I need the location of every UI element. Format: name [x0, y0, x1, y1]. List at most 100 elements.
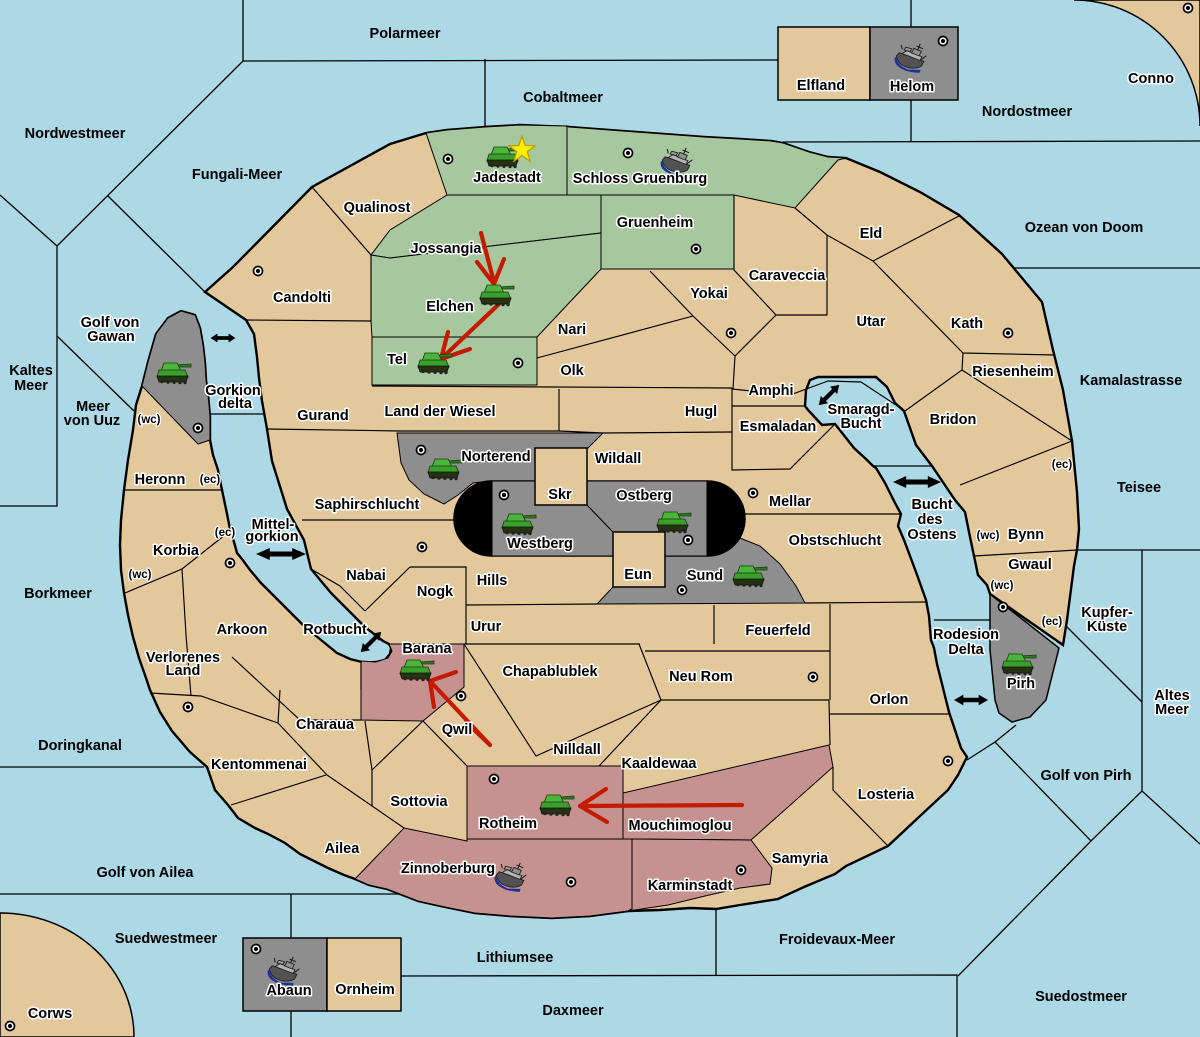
svg-text:Chapablublek: Chapablublek	[502, 664, 598, 680]
svg-text:Rodesion: Rodesion	[933, 627, 999, 643]
svg-text:Kentommenai: Kentommenai	[211, 757, 307, 773]
svg-text:Amphi: Amphi	[748, 383, 793, 399]
svg-text:Gurand: Gurand	[297, 408, 349, 424]
svg-text:Bucht: Bucht	[911, 497, 952, 513]
svg-text:Gawan: Gawan	[87, 329, 135, 345]
svg-text:Suedwestmeer: Suedwestmeer	[115, 931, 218, 947]
svg-text:Borkmeer: Borkmeer	[24, 586, 92, 602]
svg-text:Samyria: Samyria	[772, 851, 829, 867]
svg-text:(wc): (wc)	[138, 414, 161, 426]
svg-text:Qualinost: Qualinost	[344, 200, 411, 216]
svg-text:Suedostmeer: Suedostmeer	[1035, 989, 1127, 1005]
svg-text:(ec): (ec)	[1042, 616, 1063, 628]
svg-text:Utar: Utar	[856, 314, 885, 330]
svg-text:Saphirschlucht: Saphirschlucht	[315, 497, 420, 513]
svg-text:Sund: Sund	[687, 568, 723, 584]
svg-text:Feuerfeld: Feuerfeld	[745, 623, 810, 639]
svg-text:Karminstadt: Karminstadt	[648, 878, 733, 894]
svg-text:Teisee: Teisee	[1117, 480, 1161, 496]
svg-text:Bridon: Bridon	[930, 412, 977, 428]
svg-text:Zinnoberburg: Zinnoberburg	[401, 861, 495, 877]
svg-text:Losteria: Losteria	[858, 787, 915, 803]
svg-text:Wildall: Wildall	[595, 451, 642, 467]
svg-text:Ostens: Ostens	[907, 527, 956, 543]
svg-text:Delta: Delta	[948, 642, 984, 658]
svg-text:Meer: Meer	[14, 378, 48, 394]
svg-text:Skr: Skr	[548, 487, 572, 503]
svg-text:Westberg: Westberg	[507, 536, 573, 552]
svg-text:gorkion: gorkion	[245, 529, 298, 545]
svg-text:Kaltes: Kaltes	[9, 363, 53, 379]
svg-text:Eld: Eld	[860, 226, 883, 242]
svg-text:Froidevaux-Meer: Froidevaux-Meer	[779, 932, 895, 948]
svg-text:Land: Land	[166, 663, 201, 679]
svg-text:Nabai: Nabai	[346, 568, 386, 584]
svg-text:(ec): (ec)	[200, 474, 221, 486]
svg-text:Mouchimoglou: Mouchimoglou	[628, 818, 731, 834]
svg-text:Land der Wiesel: Land der Wiesel	[384, 404, 495, 420]
svg-text:Kupfer-: Kupfer-	[1081, 605, 1133, 621]
svg-text:Rotbucht: Rotbucht	[303, 622, 367, 638]
svg-text:Nordostmeer: Nordostmeer	[982, 104, 1073, 120]
svg-text:von Uuz: von Uuz	[64, 413, 120, 429]
svg-text:Doringkanal: Doringkanal	[38, 738, 122, 754]
svg-text:Elfland: Elfland	[797, 78, 845, 94]
svg-text:Abaun: Abaun	[266, 983, 311, 999]
svg-text:Caraveccia: Caraveccia	[749, 268, 827, 284]
svg-text:Smaragd-: Smaragd-	[828, 402, 895, 418]
svg-text:Neu Rom: Neu Rom	[669, 669, 733, 685]
svg-text:(wc): (wc)	[977, 530, 1000, 542]
svg-text:Jossangia: Jossangia	[411, 241, 483, 257]
svg-text:Küste: Küste	[1087, 619, 1127, 635]
svg-text:Golf von: Golf von	[81, 315, 140, 331]
svg-text:Golf von Ailea: Golf von Ailea	[97, 865, 195, 881]
svg-text:Arkoon: Arkoon	[217, 622, 268, 638]
svg-text:(wc): (wc)	[129, 569, 152, 581]
svg-text:Bucht: Bucht	[840, 416, 881, 432]
svg-text:Nilldall: Nilldall	[553, 742, 601, 758]
svg-text:(ec): (ec)	[215, 527, 236, 539]
svg-text:Ailea: Ailea	[325, 841, 361, 857]
svg-text:Nogk: Nogk	[417, 584, 454, 600]
svg-text:Pirh: Pirh	[1007, 676, 1035, 692]
svg-text:Qwil: Qwil	[442, 722, 473, 738]
svg-text:Conno: Conno	[1128, 71, 1174, 87]
svg-text:Meer: Meer	[76, 399, 110, 415]
svg-text:(wc): (wc)	[991, 580, 1014, 592]
svg-text:Candolti: Candolti	[273, 290, 331, 306]
svg-text:Gwaul: Gwaul	[1008, 557, 1052, 573]
svg-text:Korbia: Korbia	[153, 543, 200, 559]
svg-text:Rotheim: Rotheim	[479, 816, 537, 832]
svg-text:des: des	[918, 512, 943, 528]
svg-text:Meer: Meer	[1155, 702, 1189, 718]
svg-text:Mittel-: Mittel-	[252, 517, 295, 533]
svg-text:Nari: Nari	[558, 322, 586, 338]
svg-text:Gorkion: Gorkion	[205, 383, 261, 399]
svg-text:Altes: Altes	[1154, 688, 1189, 704]
svg-text:Eun: Eun	[624, 567, 651, 583]
svg-text:Schloss Gruenburg: Schloss Gruenburg	[573, 171, 708, 187]
svg-text:Esmaladan: Esmaladan	[740, 419, 817, 435]
svg-text:Nordwestmeer: Nordwestmeer	[25, 126, 126, 142]
svg-text:Ozean von Doom: Ozean von Doom	[1025, 220, 1143, 236]
svg-text:Obstschlucht: Obstschlucht	[789, 533, 882, 549]
svg-text:Gruenheim: Gruenheim	[617, 215, 694, 231]
svg-text:Barana: Barana	[402, 641, 452, 657]
svg-text:Hugl: Hugl	[685, 404, 717, 420]
svg-text:Mellar: Mellar	[769, 494, 811, 510]
svg-text:Lithiumsee: Lithiumsee	[477, 950, 554, 966]
svg-text:Corws: Corws	[28, 1006, 72, 1022]
svg-text:Riesenheim: Riesenheim	[972, 364, 1053, 380]
svg-text:Fungali-Meer: Fungali-Meer	[192, 167, 283, 183]
svg-text:Polarmeer: Polarmeer	[370, 26, 441, 42]
svg-text:Ornheim: Ornheim	[335, 982, 395, 998]
svg-text:Golf von Pirh: Golf von Pirh	[1040, 768, 1131, 784]
svg-text:Daxmeer: Daxmeer	[542, 1003, 604, 1019]
svg-text:Heronn: Heronn	[135, 472, 186, 488]
svg-text:Charaua: Charaua	[296, 717, 355, 733]
svg-text:Urur: Urur	[471, 619, 502, 635]
svg-text:Sottovia: Sottovia	[390, 794, 448, 810]
svg-text:Jadestadt: Jadestadt	[473, 170, 541, 186]
svg-text:Verlorenes: Verlorenes	[146, 650, 220, 666]
svg-text:Cobaltmeer: Cobaltmeer	[523, 90, 603, 106]
